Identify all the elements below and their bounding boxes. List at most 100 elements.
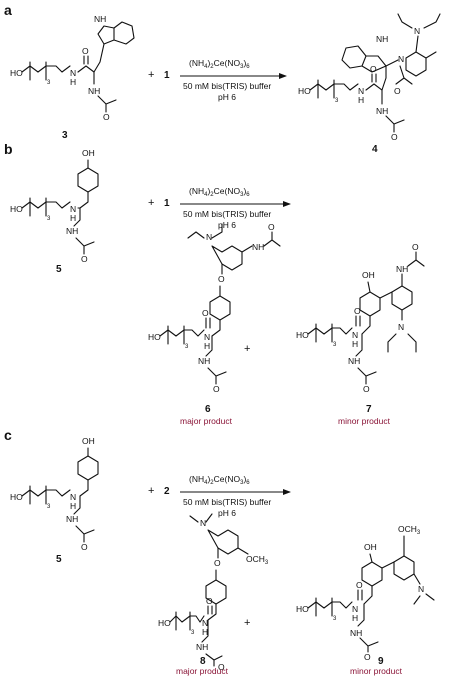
product-7-structure: OH NH O N HO 3 N H O NH O: [296, 242, 425, 394]
svg-text:O: O: [364, 652, 371, 662]
conditions-a-buffer: 50 mM bis(TRIS) buffer: [183, 81, 271, 91]
svg-text:O: O: [218, 662, 225, 672]
plus-c: +: [148, 485, 154, 497]
svg-text:H: H: [358, 95, 364, 105]
reagent-a-number: 1: [164, 70, 170, 81]
svg-text:H: H: [202, 627, 208, 637]
svg-text:N: N: [206, 232, 212, 242]
svg-text:N: N: [202, 618, 208, 628]
atom-o: O: [82, 46, 89, 56]
plus-c-products: +: [244, 617, 250, 629]
svg-text:NH: NH: [350, 628, 362, 638]
plus-b: +: [148, 197, 154, 209]
atom-och3: OCH3: [246, 554, 269, 566]
svg-text:NH: NH: [376, 34, 388, 44]
conditions-c-reagent: (NH4)2Ce(NO3)6: [189, 474, 250, 486]
compound-9-label: minor product: [350, 666, 403, 676]
svg-text:OH: OH: [82, 436, 95, 446]
svg-text:O: O: [214, 558, 221, 568]
svg-text:N: N: [204, 332, 210, 342]
svg-text:N: N: [398, 322, 404, 332]
svg-text:H: H: [204, 341, 210, 351]
panel-label-a: a: [4, 2, 12, 18]
atom-och3-9: OCH3: [398, 524, 421, 536]
svg-text:N: N: [398, 54, 404, 64]
svg-text:3: 3: [335, 98, 339, 104]
svg-text:NH: NH: [196, 642, 208, 652]
compound-9-number: 9: [378, 656, 384, 667]
reagent-b-number: 1: [164, 198, 170, 209]
compound-8-number: 8: [200, 656, 206, 667]
atom-h: H: [70, 77, 76, 87]
panel-label-c: c: [4, 427, 12, 443]
atom-nh: NH: [88, 86, 100, 96]
reactant-3-structure: HO 3 N H O NH O NH: [10, 14, 135, 122]
svg-text:OH: OH: [82, 148, 95, 158]
svg-text:3: 3: [185, 344, 189, 350]
compound-5-number-b: 5: [56, 264, 62, 275]
svg-text:O: O: [206, 596, 213, 606]
svg-text:3: 3: [47, 504, 51, 510]
conditions-a-ph: pH 6: [218, 92, 236, 102]
svg-text:O: O: [218, 274, 225, 284]
svg-text:N: N: [352, 330, 358, 340]
svg-text:HO: HO: [148, 332, 161, 342]
svg-text:NH: NH: [198, 356, 210, 366]
svg-text:H: H: [70, 501, 76, 511]
svg-text:3: 3: [333, 616, 337, 622]
compound-5-number-c: 5: [56, 554, 62, 565]
svg-text:O: O: [268, 222, 275, 232]
svg-text:O: O: [354, 306, 361, 316]
atom-nh-indole: NH: [94, 14, 106, 24]
svg-text:N: N: [414, 26, 420, 36]
compound-4-number: 4: [372, 144, 378, 155]
svg-text:O: O: [394, 86, 401, 96]
svg-text:3: 3: [47, 216, 51, 222]
plus-b-products: +: [244, 343, 250, 355]
svg-text:NH: NH: [348, 356, 360, 366]
svg-text:N: N: [358, 86, 364, 96]
svg-text:O: O: [81, 542, 88, 552]
svg-text:HO: HO: [296, 604, 309, 614]
reactant-5-structure-c: OH HO 3 N H NH O: [10, 436, 99, 552]
compound-7-label: minor product: [338, 416, 391, 426]
svg-text:O: O: [363, 384, 370, 394]
svg-text:H: H: [352, 339, 358, 349]
svg-text:H: H: [352, 613, 358, 623]
conditions-b-buffer: 50 mM bis(TRIS) buffer: [183, 209, 271, 219]
svg-text:N: N: [418, 584, 424, 594]
product-8-structure: N OCH3 O HO 3 N H O NH O: [158, 513, 269, 672]
svg-text:O: O: [356, 580, 363, 590]
conditions-a-reagent: (NH4)2Ce(NO3)6: [189, 58, 250, 70]
svg-text:H: H: [70, 213, 76, 223]
svg-text:NH: NH: [66, 514, 78, 524]
svg-text:NH: NH: [376, 106, 388, 116]
plus-a: +: [148, 69, 154, 81]
conditions-b-ph: pH 6: [218, 220, 236, 230]
svg-text:NH: NH: [252, 242, 264, 252]
svg-text:NH: NH: [396, 264, 408, 274]
svg-text:O: O: [213, 384, 220, 394]
svg-text:O: O: [81, 254, 88, 264]
panel-label-b: b: [4, 141, 13, 157]
compound-6-label: major product: [180, 416, 233, 426]
compound-3-number: 3: [62, 130, 68, 141]
svg-text:HO: HO: [158, 618, 171, 628]
svg-text:HO: HO: [296, 330, 309, 340]
svg-text:3: 3: [191, 630, 195, 636]
svg-text:HO: HO: [298, 86, 311, 96]
svg-text:O: O: [391, 132, 398, 142]
svg-text:N: N: [352, 604, 358, 614]
atom-n: N: [70, 68, 76, 78]
product-4-structure: HO 3 N H O NH O NH N O N: [298, 13, 441, 142]
compound-8-label: major product: [176, 666, 229, 676]
conditions-c-buffer: 50 mM bis(TRIS) buffer: [183, 497, 271, 507]
svg-text:HO: HO: [10, 204, 23, 214]
reactant-5-structure-b: OH HO 3 N H NH O: [10, 148, 99, 264]
compound-6-number: 6: [205, 404, 211, 415]
svg-text:N: N: [70, 492, 76, 502]
svg-text:OH: OH: [362, 270, 375, 280]
svg-text:OH: OH: [364, 542, 377, 552]
atom-o2: O: [103, 112, 110, 122]
